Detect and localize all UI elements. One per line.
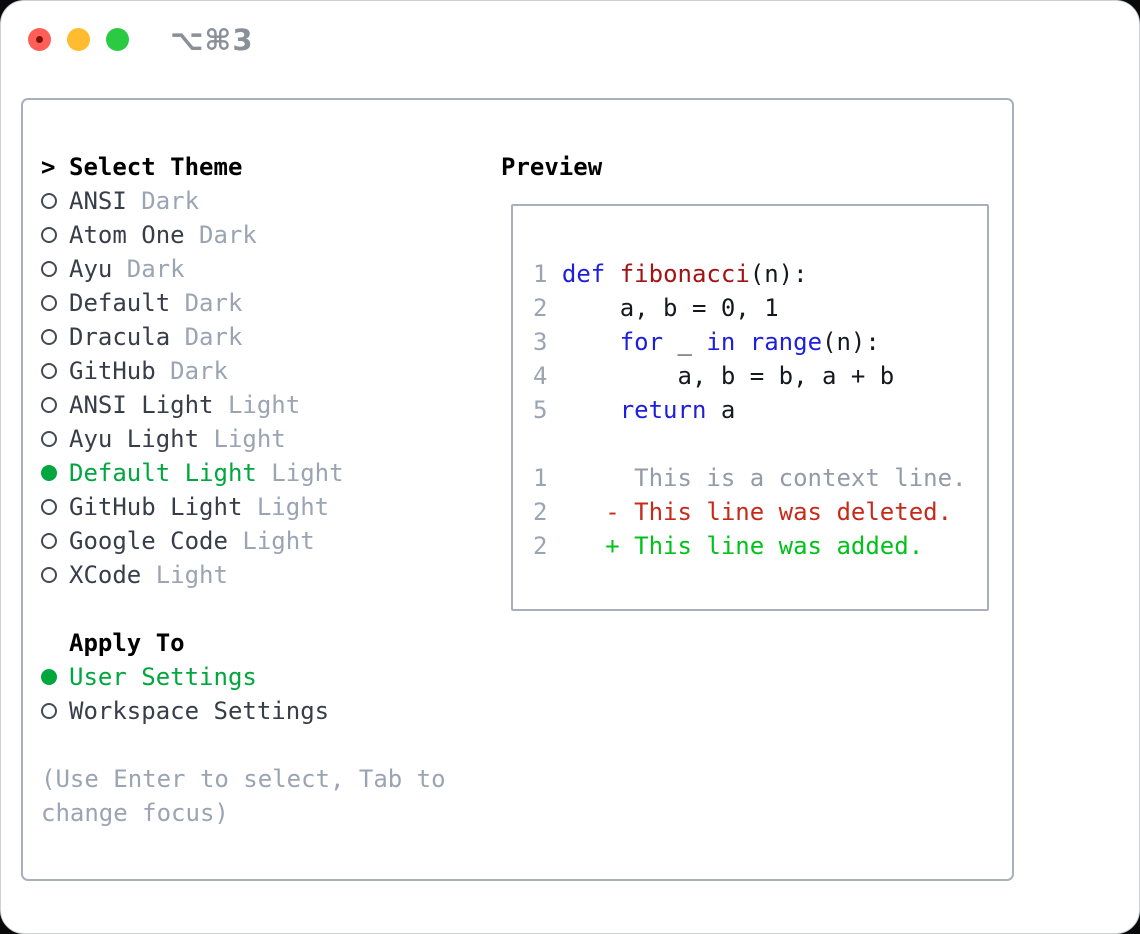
theme-option[interactable]: Google Code Light xyxy=(41,524,446,558)
option-label: GitHub Light xyxy=(69,493,243,521)
radio-icon xyxy=(41,465,69,481)
option-label: ANSI xyxy=(69,187,127,215)
theme-option[interactable]: Ayu Dark xyxy=(41,252,446,286)
option-variant-label: Light xyxy=(256,459,344,487)
preview-line: 5 return a xyxy=(533,396,736,424)
select-theme-title: Select Theme xyxy=(69,153,243,181)
option-variant-label: Dark xyxy=(184,221,257,249)
option-variant-label: Light xyxy=(141,561,228,589)
radio-icon xyxy=(41,567,69,583)
apply-to-option[interactable]: Workspace Settings xyxy=(41,694,446,728)
option-label: Dracula xyxy=(69,323,171,351)
option-variant-label: Light xyxy=(213,391,301,419)
preview-line: 2 + This line was added. xyxy=(533,532,924,560)
option-variant-label: Dark xyxy=(126,187,200,215)
preview-box: 1 def fibonacci(n): 2 a, b = 0, 1 3 for _ … xyxy=(511,204,989,611)
radio-icon xyxy=(41,193,69,209)
option-variant-label: Dark xyxy=(112,255,185,283)
theme-option[interactable]: GitHub Dark xyxy=(41,354,446,388)
preview-line: 1 def fibonacci(n): xyxy=(533,260,808,288)
spacer-row xyxy=(41,728,446,762)
radio-icon xyxy=(41,431,69,447)
theme-option[interactable]: Default Dark xyxy=(41,286,446,320)
radio-icon xyxy=(41,363,69,379)
option-label: Default xyxy=(69,289,171,317)
prompt-icon: > xyxy=(41,153,56,181)
option-label: User Settings xyxy=(69,663,257,691)
theme-option[interactable]: ANSI Dark xyxy=(41,184,446,218)
radio-icon xyxy=(41,329,69,345)
apply-to-option[interactable]: User Settings xyxy=(41,660,446,694)
apply-to-title: Apply To xyxy=(69,629,185,657)
apply-to-header-row: Apply To xyxy=(41,626,446,660)
preview-line: 2 - This line was deleted. xyxy=(533,498,953,526)
hint-line-2: change focus) xyxy=(41,799,229,827)
option-variant-label: Light xyxy=(242,493,330,521)
option-label: Workspace Settings xyxy=(69,697,330,725)
option-variant-label: Light xyxy=(227,527,315,555)
radio-icon xyxy=(41,669,69,685)
theme-option[interactable]: Atom One Dark xyxy=(41,218,446,252)
option-label: XCode xyxy=(69,561,142,589)
option-variant-label: Dark xyxy=(170,323,243,351)
theme-option[interactable]: Ayu Light Light xyxy=(41,422,446,456)
theme-option[interactable]: XCode Light xyxy=(41,558,446,592)
theme-option[interactable]: GitHub Light Light xyxy=(41,490,446,524)
option-label: Ayu Light xyxy=(69,425,200,453)
option-variant-label: Dark xyxy=(170,289,243,317)
option-label: ANSI Light xyxy=(69,391,214,419)
radio-icon xyxy=(41,227,69,243)
preview-line: 1 This is a context line. xyxy=(533,464,967,492)
preview-line xyxy=(533,223,987,257)
radio-icon xyxy=(41,703,69,719)
minimize-button[interactable] xyxy=(67,28,90,51)
select-theme-header-row: > Select Theme xyxy=(41,150,446,184)
option-label: Default Light xyxy=(69,459,257,487)
preview-line: 3 for _ in range(n): xyxy=(533,328,880,356)
preview-line: 2 a, b = 0, 1 xyxy=(533,294,779,322)
radio-icon xyxy=(41,261,69,277)
radio-icon xyxy=(41,295,69,311)
option-label: Ayu xyxy=(69,255,113,283)
option-variant-label: Light xyxy=(199,425,286,453)
preview-title: Preview xyxy=(501,153,603,181)
option-label: GitHub xyxy=(69,357,156,385)
option-label: Atom One xyxy=(69,221,185,249)
hint-line-1: (Use Enter to select, Tab to xyxy=(41,765,446,793)
option-label: Google Code xyxy=(69,527,228,555)
preview-line xyxy=(533,427,987,461)
preview-line: 4 a, b = b, a + b xyxy=(533,362,895,390)
radio-icon xyxy=(41,533,69,549)
radio-icon xyxy=(41,397,69,413)
close-button[interactable] xyxy=(28,28,51,51)
spacer-row xyxy=(41,592,446,626)
theme-option[interactable]: Dracula Dark xyxy=(41,320,446,354)
theme-option[interactable]: ANSI Light Light xyxy=(41,388,446,422)
unsaved-indicator-dot xyxy=(36,36,43,43)
zoom-button[interactable] xyxy=(106,28,129,51)
window-shortcut-label: ⌥⌘3 xyxy=(170,23,254,57)
option-variant-label: Dark xyxy=(155,357,228,385)
radio-icon xyxy=(41,499,69,515)
theme-option[interactable]: Default Light Light xyxy=(41,456,446,490)
